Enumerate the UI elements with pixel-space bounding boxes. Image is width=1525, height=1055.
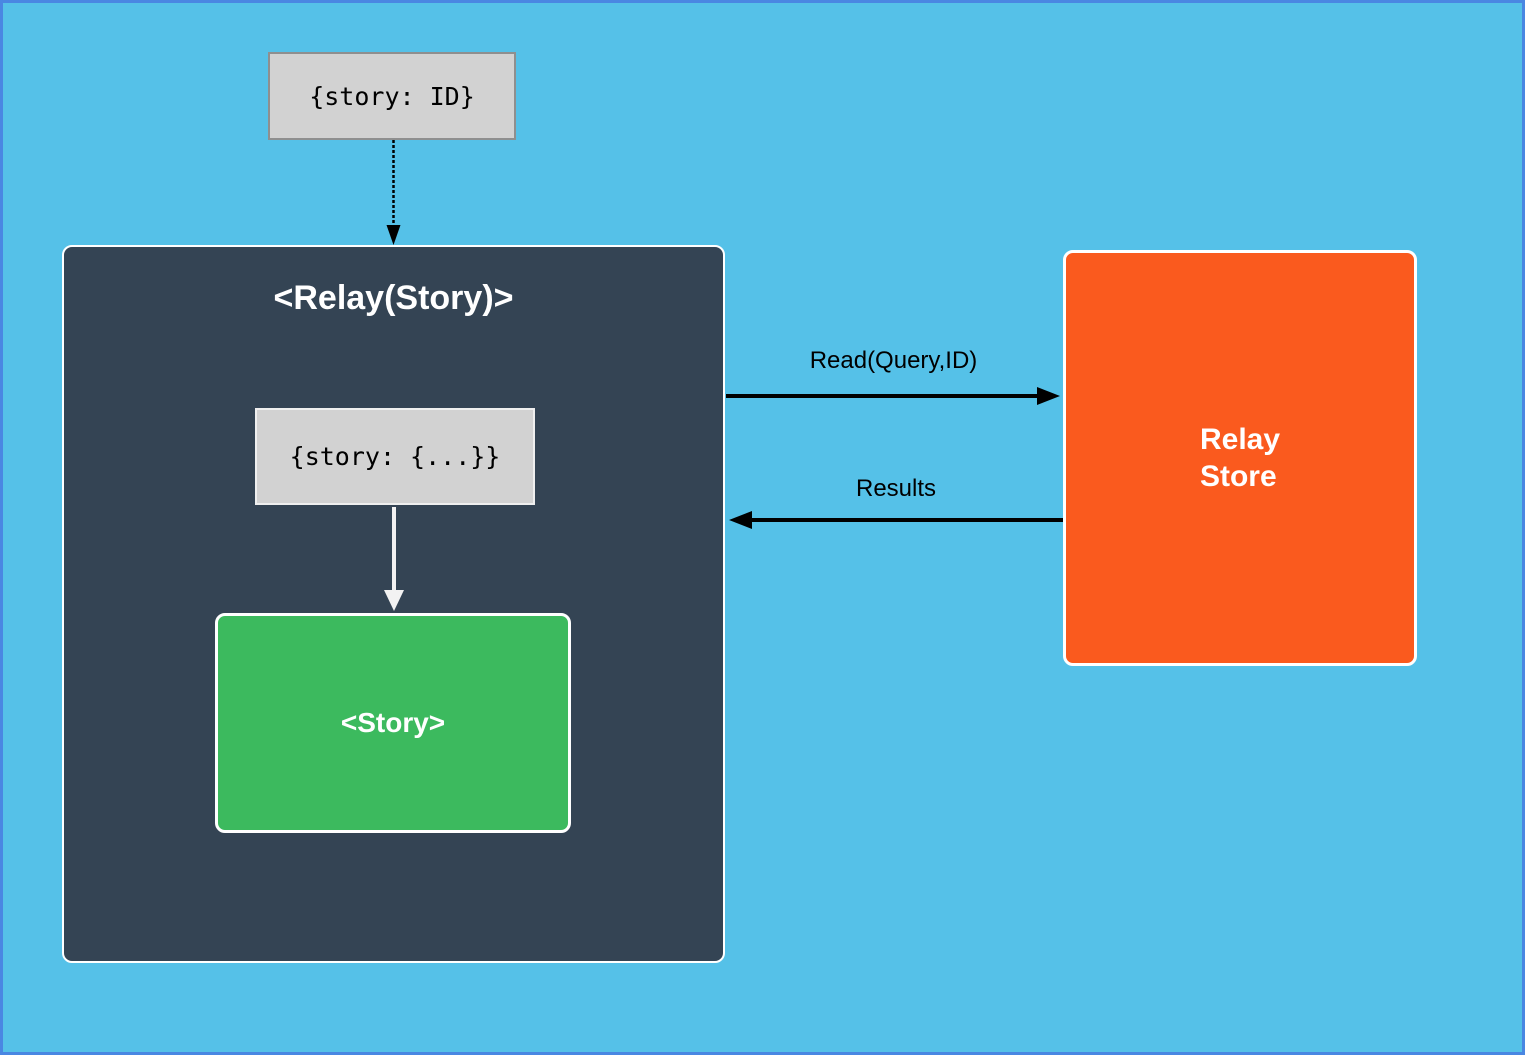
read-arrow-label: Read(Query,ID) <box>809 347 978 374</box>
relay-store-label-line1: Relay <box>1199 423 1281 456</box>
relay-store-box: Relay Store <box>1063 250 1417 666</box>
query-input-box: {story: ID} <box>268 52 516 140</box>
query-input-label: {story: ID} <box>309 81 475 111</box>
results-arrow <box>729 511 1063 529</box>
story-component-label: <Story> <box>340 707 446 738</box>
props-box: {story: {...}} <box>255 408 535 505</box>
story-component-box: <Story> <box>215 613 571 833</box>
relay-store-label-line2: Store <box>1199 460 1277 493</box>
read-arrow <box>726 387 1060 405</box>
results-arrow-label: Results <box>855 475 937 502</box>
relay-container-box: <Relay(Story)> {story: {...}} <Story> <box>62 245 725 963</box>
relay-store-label: Relay Store <box>1200 421 1280 495</box>
relay-container-title: <Relay(Story)> <box>273 279 514 317</box>
props-label: {story: {...}} <box>289 442 501 471</box>
query-arrow <box>386 140 401 245</box>
